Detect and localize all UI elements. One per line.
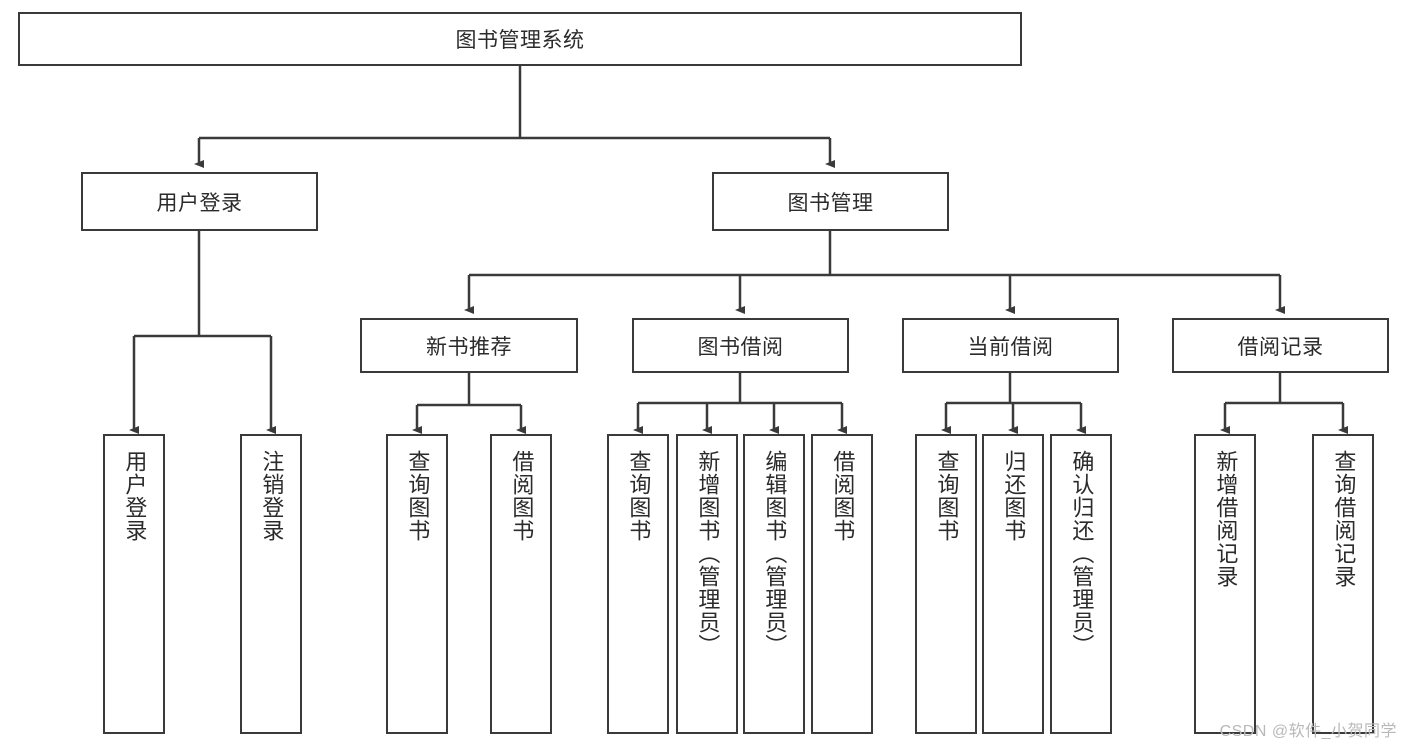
- node-leaf-query-record-label: 查询借阅记录: [1331, 450, 1357, 588]
- node-leaf-add-record-label: 新增借阅记录: [1213, 450, 1239, 588]
- node-leaf-query-book-3-label: 查询图书: [934, 450, 960, 542]
- node-current-borrow[interactable]: 当前借阅: [902, 318, 1119, 373]
- node-leaf-query-book-2-label: 查询图书: [626, 450, 652, 542]
- node-leaf-user-login-label: 用户登录: [122, 450, 148, 542]
- node-user-login[interactable]: 用户登录: [81, 172, 318, 231]
- node-book-management[interactable]: 图书管理: [712, 172, 949, 231]
- node-leaf-query-book-3[interactable]: 查询图书: [915, 434, 977, 734]
- node-leaf-add-book[interactable]: 新增图书（管理员）: [676, 434, 738, 734]
- node-leaf-return-book-label: 归还图书: [1001, 450, 1027, 542]
- node-leaf-logout-label: 注销登录: [259, 450, 285, 542]
- node-leaf-add-record[interactable]: 新增借阅记录: [1194, 434, 1256, 734]
- node-leaf-borrow-book-2-label: 借阅图书: [830, 450, 856, 542]
- node-leaf-return-book[interactable]: 归还图书: [982, 434, 1044, 734]
- node-leaf-borrow-book-1[interactable]: 借阅图书: [490, 434, 552, 734]
- node-leaf-confirm-return-label: 确认归还（管理员）: [1069, 450, 1095, 657]
- node-leaf-query-book-1-label: 查询图书: [405, 450, 431, 542]
- csdn-watermark: CSDN @软件_小贺同学: [1219, 723, 1397, 740]
- node-leaf-edit-book[interactable]: 编辑图书（管理员）: [743, 434, 805, 734]
- node-borrow-record[interactable]: 借阅记录: [1172, 318, 1389, 373]
- node-leaf-query-book-1[interactable]: 查询图书: [386, 434, 448, 734]
- node-new-book-recommend[interactable]: 新书推荐: [360, 318, 578, 373]
- node-book-borrow[interactable]: 图书借阅: [632, 318, 849, 373]
- node-leaf-edit-book-label: 编辑图书（管理员）: [762, 450, 788, 657]
- node-leaf-user-login[interactable]: 用户登录: [103, 434, 165, 734]
- node-leaf-logout[interactable]: 注销登录: [240, 434, 302, 734]
- node-leaf-borrow-book-1-label: 借阅图书: [509, 450, 535, 542]
- node-leaf-borrow-book-2[interactable]: 借阅图书: [811, 434, 873, 734]
- node-leaf-confirm-return[interactable]: 确认归还（管理员）: [1050, 434, 1112, 734]
- node-leaf-query-record[interactable]: 查询借阅记录: [1312, 434, 1374, 734]
- node-leaf-add-book-label: 新增图书（管理员）: [695, 450, 721, 657]
- node-root[interactable]: 图书管理系统: [18, 12, 1022, 66]
- node-leaf-query-book-2[interactable]: 查询图书: [607, 434, 669, 734]
